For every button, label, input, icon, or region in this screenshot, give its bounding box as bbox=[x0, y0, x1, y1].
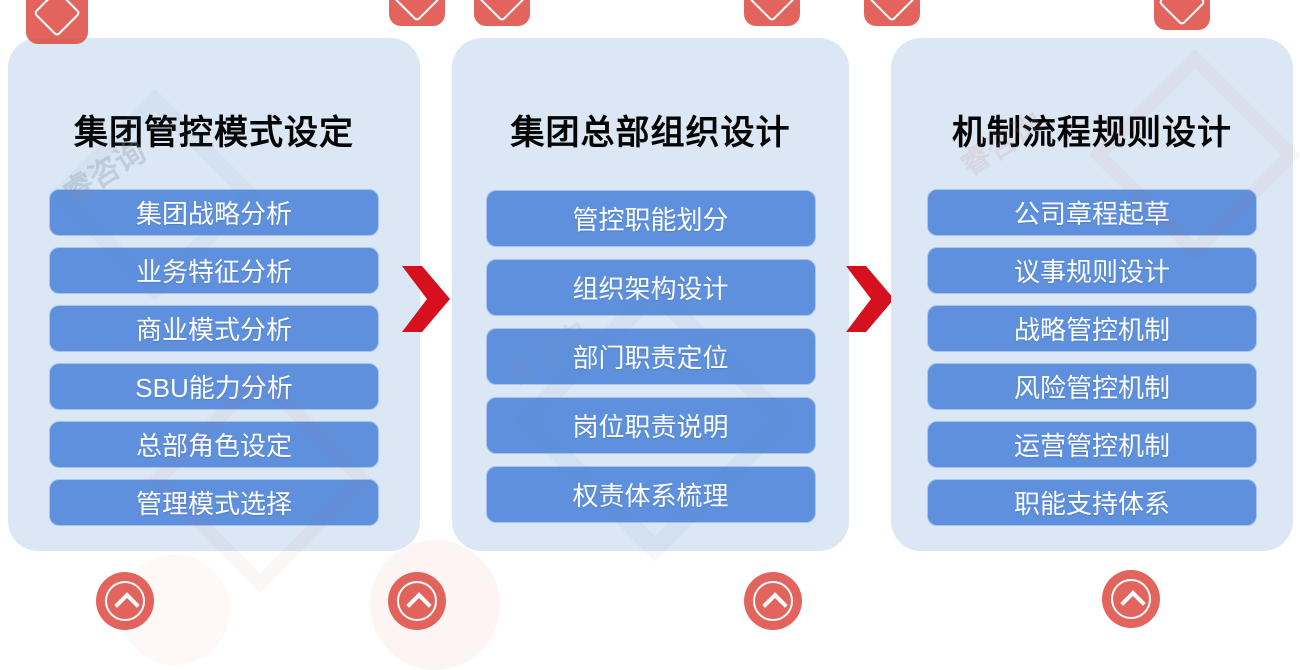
watermark-stamp-icon bbox=[1102, 570, 1160, 628]
arrow-right-icon bbox=[844, 265, 896, 333]
list-item: 风险管控机制 bbox=[927, 363, 1257, 410]
list-item: 组织架构设计 bbox=[485, 259, 816, 316]
list-item: 岗位职责说明 bbox=[485, 397, 816, 454]
item-list: 集团战略分析 业务特征分析 商业模式分析 SBU能力分析 总部角色设定 管理模式… bbox=[8, 189, 420, 526]
panel-headquarters-org-design: 集团总部组织设计 管控职能划分 组织架构设计 部门职责定位 岗位职责说明 权责体… bbox=[452, 38, 849, 551]
watermark-stamp-icon bbox=[388, 572, 446, 630]
watermark-circle-icon bbox=[120, 555, 230, 665]
list-item: 管理模式选择 bbox=[49, 479, 379, 526]
list-item: 集团战略分析 bbox=[49, 189, 379, 236]
list-item: 权责体系梳理 bbox=[485, 466, 816, 523]
watermark-stamp-icon bbox=[1154, 0, 1210, 30]
list-item: 公司章程起草 bbox=[927, 189, 1257, 236]
watermark-stamp-icon bbox=[864, 0, 920, 26]
list-item: 运营管控机制 bbox=[927, 421, 1257, 468]
list-item: 议事规则设计 bbox=[927, 247, 1257, 294]
arrow-right-icon bbox=[400, 265, 452, 333]
item-list: 管控职能划分 组织架构设计 部门职责定位 岗位职责说明 权责体系梳理 bbox=[452, 190, 849, 523]
list-item: SBU能力分析 bbox=[49, 363, 379, 410]
list-item: 业务特征分析 bbox=[49, 247, 379, 294]
list-item: 商业模式分析 bbox=[49, 305, 379, 352]
list-item: 职能支持体系 bbox=[927, 479, 1257, 526]
panel-mechanism-process-rules: 机制流程规则设计 公司章程起草 议事规则设计 战略管控机制 风险管控机制 运营管… bbox=[891, 38, 1293, 551]
panel-title: 集团管控模式设定 bbox=[74, 114, 354, 153]
list-item: 战略管控机制 bbox=[927, 305, 1257, 352]
list-item: 部门职责定位 bbox=[485, 328, 816, 385]
list-item: 管控职能划分 bbox=[485, 190, 816, 247]
watermark-stamp-icon bbox=[744, 0, 800, 26]
panel-title: 机制流程规则设计 bbox=[952, 114, 1232, 153]
list-item: 总部角色设定 bbox=[49, 421, 379, 468]
panel-title: 集团总部组织设计 bbox=[510, 114, 791, 153]
watermark-stamp-icon bbox=[474, 0, 530, 26]
watermark-stamp-icon bbox=[96, 572, 154, 630]
watermark-stamp-icon bbox=[389, 0, 445, 26]
panel-group-control-mode: 集团管控模式设定 集团战略分析 业务特征分析 商业模式分析 SBU能力分析 总部… bbox=[8, 38, 420, 551]
watermark-circle-icon bbox=[370, 540, 500, 670]
watermark-stamp-icon bbox=[744, 572, 802, 630]
item-list: 公司章程起草 议事规则设计 战略管控机制 风险管控机制 运营管控机制 职能支持体… bbox=[891, 189, 1293, 526]
